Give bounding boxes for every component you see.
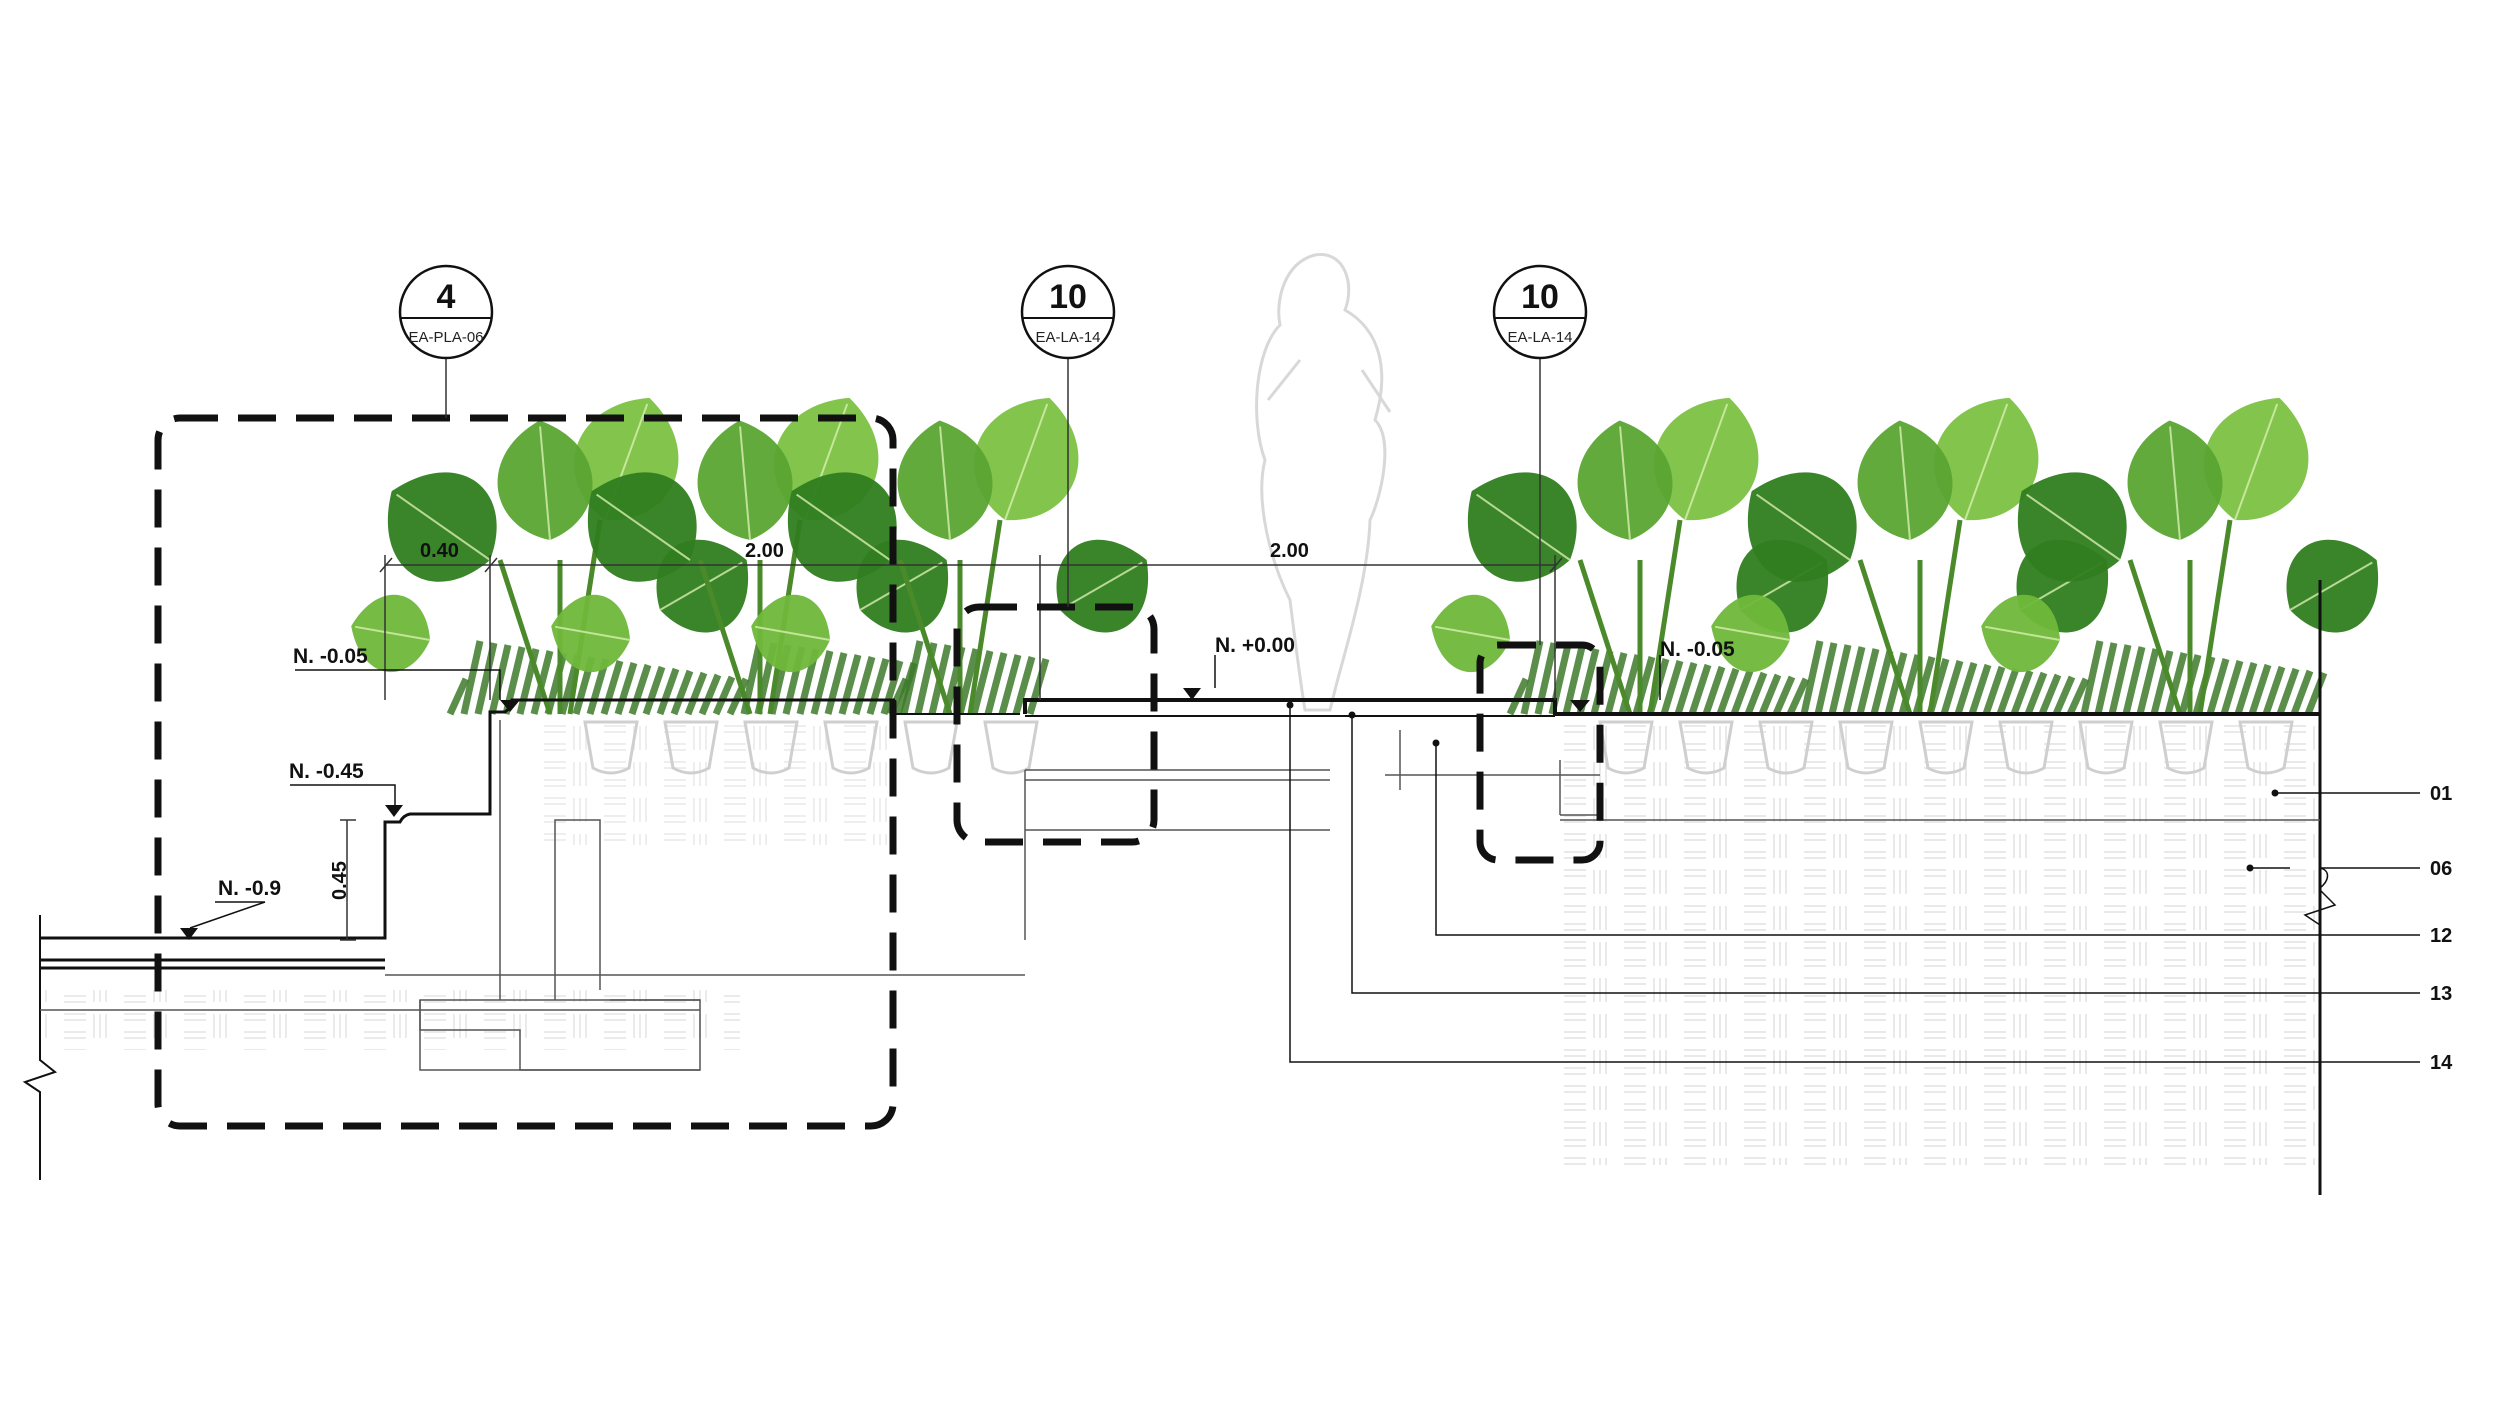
level-label: N. -0.9 bbox=[218, 877, 281, 900]
level-label: N. +0.00 bbox=[1215, 634, 1295, 657]
level-triangle-1 bbox=[500, 700, 520, 712]
legend-leaders bbox=[1289, 705, 2420, 1063]
planting-foliage-icon bbox=[351, 397, 2379, 716]
section-tag-number: 4 bbox=[437, 278, 456, 316]
section-tag-sheet: EA-LA-14 bbox=[1507, 329, 1572, 346]
planter-pots bbox=[583, 720, 2294, 775]
legend-keys: 01 06 12 13 14 bbox=[2430, 783, 2453, 1074]
level-triangle-5 bbox=[1570, 700, 1590, 712]
dimension-label: 0.40 bbox=[420, 540, 459, 562]
section-tag-sheet: EA-PLA-06 bbox=[408, 329, 483, 346]
legend-key: 13 bbox=[2430, 983, 2452, 1005]
dimension-label: 2.00 bbox=[1270, 540, 1309, 562]
section-tag-sheet: EA-LA-14 bbox=[1035, 329, 1100, 346]
legend-key: 06 bbox=[2430, 858, 2452, 880]
level-label: N. -0.05 bbox=[1660, 638, 1735, 661]
construction-lines bbox=[40, 720, 2320, 1071]
level-label: N. -0.05 bbox=[293, 645, 368, 668]
dimension-labels: 0.40 2.00 2.00 0.45 bbox=[329, 540, 1309, 900]
level-markers bbox=[180, 688, 1590, 940]
level-label: N. -0.45 bbox=[289, 760, 364, 783]
section-tag: 4EA-PLA-06 bbox=[398, 264, 494, 418]
callout-frame-1 bbox=[154, 414, 897, 1130]
callout-frames bbox=[154, 414, 1604, 1130]
legend-key: 01 bbox=[2430, 783, 2452, 805]
callout-frame-3 bbox=[1476, 641, 1604, 864]
dimension-lines bbox=[340, 555, 1563, 941]
human-figure-icon bbox=[1255, 253, 1392, 712]
legend-key: 14 bbox=[2430, 1052, 2453, 1074]
substrate-hatch bbox=[40, 725, 2320, 1165]
level-labels: N. -0.05 N. -0.45 N. -0.9 N. +0.00 N. -0… bbox=[218, 634, 1735, 900]
level-triangle-3 bbox=[180, 928, 198, 940]
level-triangle-4 bbox=[1183, 688, 1201, 700]
level-triangle-2 bbox=[385, 805, 403, 817]
legend-key: 12 bbox=[2430, 925, 2452, 947]
level-leaders bbox=[189, 655, 1661, 929]
section-tag-number: 10 bbox=[1049, 278, 1087, 316]
section-tag-number: 10 bbox=[1521, 278, 1559, 316]
dimension-label: 0.45 bbox=[329, 861, 351, 900]
legend-dots bbox=[1286, 701, 2279, 872]
callout-frame-2 bbox=[953, 603, 1158, 846]
dimension-label: 2.00 bbox=[745, 540, 784, 562]
